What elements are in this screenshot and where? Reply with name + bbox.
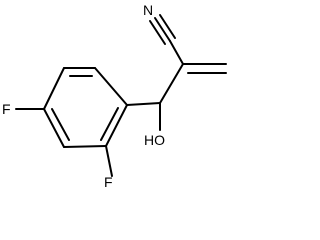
ring-bond-c2-c3: [105, 104, 128, 147]
ring-bond-c3-c4: [63, 145, 107, 148]
structure-canvas: N F F HO: [2, 2, 227, 189]
benzene-ring: [43, 67, 128, 148]
atom-label-fluorine-ortho: F: [104, 174, 113, 189]
ring-bond-c1-c2: [94, 67, 128, 106]
ring-double-bond-c4-c5: [51, 108, 70, 141]
bond-ring-to-fluorine-ortho: [105, 145, 113, 177]
bond-carbinol-to-vinyl-carbon: [159, 63, 184, 104]
atom-label-hydroxyl: HO: [144, 132, 165, 148]
ring-double-bond-c2-c3: [100, 107, 119, 141]
atom-label-nitrogen: N: [143, 2, 153, 18]
nitrile-triple-bond: [149, 14, 176, 45]
ring-bond-c5-c6: [43, 67, 65, 110]
atom-label-fluorine-para: F: [2, 101, 11, 117]
methylene-double-bond: [182, 63, 227, 74]
molecule-structure: N F F HO: [2, 2, 227, 189]
ring-bond-c4-c5: [43, 108, 65, 148]
bond-ring-to-carbinol: [126, 102, 161, 106]
bond-vinyl-carbon-to-nitrile-carbon: [169, 40, 184, 65]
